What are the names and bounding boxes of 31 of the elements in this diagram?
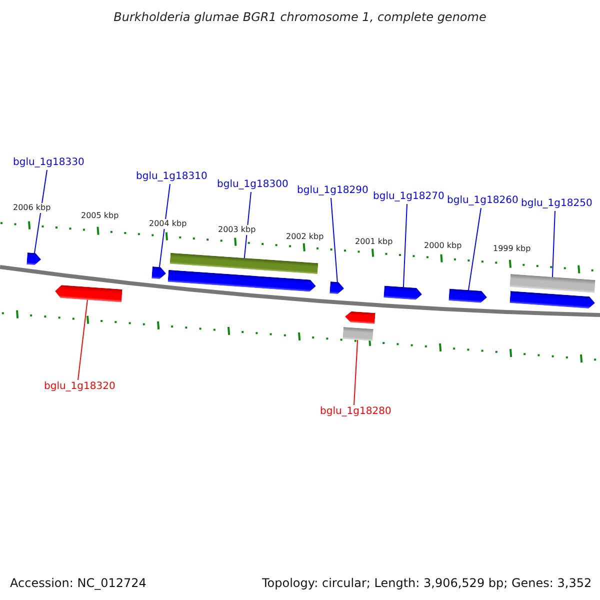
scale-tick-label: 1999 kbp bbox=[493, 244, 531, 254]
feature-bar bbox=[170, 252, 318, 274]
leader-line bbox=[552, 210, 556, 278]
gene-block bbox=[448, 288, 488, 304]
gene-block bbox=[509, 291, 595, 309]
scale-tick-label: 2006 kbp bbox=[13, 203, 51, 213]
leader-line bbox=[330, 198, 338, 284]
gene-block bbox=[344, 310, 376, 324]
leader-line bbox=[354, 338, 358, 406]
footer-text: Topology: circular; Length: 3,906,529 bp; Genes: 3,352 bbox=[262, 576, 592, 590]
scale-tick-label: 2000 kbp bbox=[424, 241, 462, 251]
scale-tick-label: 2001 kbp bbox=[355, 237, 393, 247]
leader-line bbox=[78, 298, 88, 380]
scale-tick-label: 2005 kbp bbox=[81, 211, 119, 221]
scale-tick-label: 2003 kbp bbox=[218, 225, 256, 235]
gene-block bbox=[330, 282, 344, 294]
feature-bar bbox=[509, 274, 595, 292]
gene-block bbox=[26, 252, 42, 266]
gene-block bbox=[384, 286, 422, 300]
gene-block bbox=[168, 270, 316, 292]
scale-tick-label: 2004 kbp bbox=[149, 219, 187, 229]
gene-block bbox=[152, 266, 166, 280]
leader-line bbox=[34, 170, 48, 254]
leader-line bbox=[468, 208, 482, 292]
gene-block bbox=[54, 284, 122, 302]
title: Burkholderia glumae BGR1 chromosome 1, complete genome bbox=[112, 10, 488, 24]
feature-bar bbox=[342, 326, 374, 342]
leader-line bbox=[158, 184, 170, 268]
leader-line bbox=[402, 204, 408, 288]
footer-text: Accession: NC_012724 bbox=[10, 576, 146, 590]
scale-tick-label: 2002 kbp bbox=[286, 232, 324, 242]
